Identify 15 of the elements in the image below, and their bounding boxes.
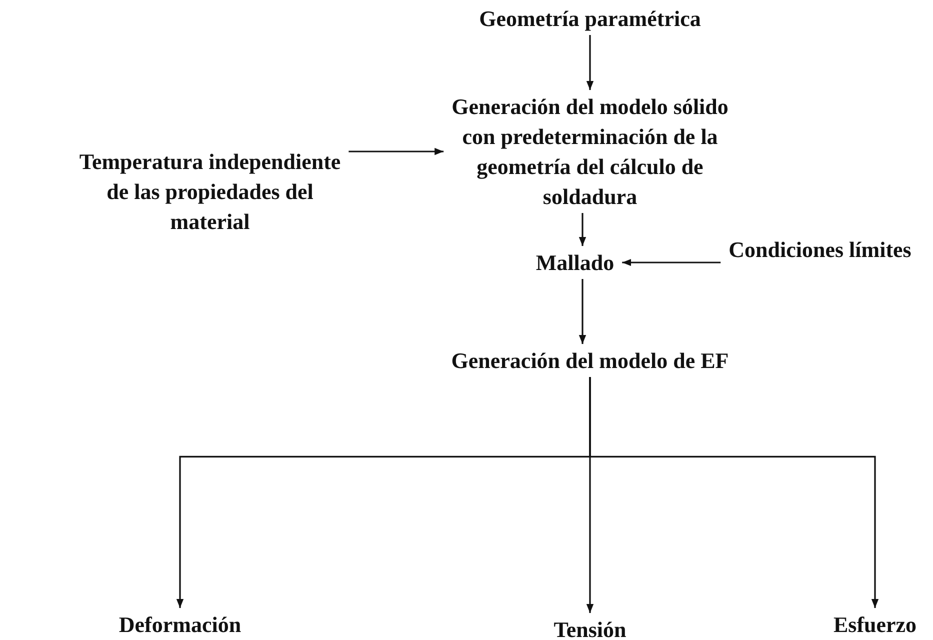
node-text: Temperatura independiente de las propiedades del material — [70, 147, 350, 237]
node-text: Generación del modelo sólido con predeterminación de la geometría del cálculo de soldadura — [445, 92, 735, 212]
arrow — [578, 279, 586, 344]
node-text: Geometría paramétrica — [440, 4, 740, 34]
node-text: Generación del modelo de EF — [440, 346, 740, 376]
arrow — [348, 148, 444, 156]
arrow — [589, 377, 879, 608]
arrow — [622, 258, 721, 266]
node-text: Esfuerzo — [805, 610, 933, 640]
node-text: Tensión — [520, 615, 660, 640]
arrow — [578, 213, 586, 246]
node-text: Mallado — [505, 248, 645, 278]
arrow — [586, 35, 594, 90]
node-text: Deformación — [100, 610, 260, 640]
node-text: Condiciones límites — [720, 235, 920, 265]
